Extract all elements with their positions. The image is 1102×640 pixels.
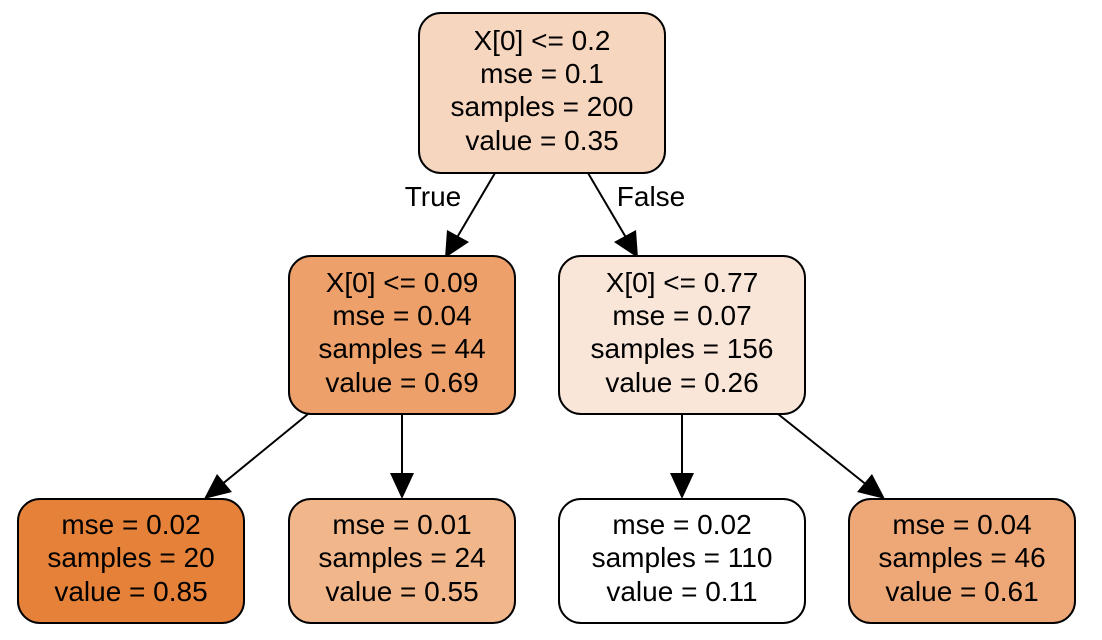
- node-line: value = 0.55: [325, 576, 478, 607]
- node-line: mse = 0.07: [612, 300, 751, 331]
- edge-label-true: True: [405, 181, 462, 212]
- node-box-right: [558, 255, 806, 415]
- edge-left-leftleft: [214, 413, 309, 491]
- tree-node-left: X[0] <= 0.09 mse = 0.04 samples = 44 val…: [288, 255, 516, 415]
- node-line: samples = 44: [318, 333, 485, 364]
- edge-root-left: [451, 172, 496, 247]
- node-line: mse = 0.01: [332, 509, 471, 540]
- arrowhead-right-rightleft: [670, 473, 694, 499]
- node-line: value = 0.61: [885, 576, 1038, 607]
- node-line: samples = 24: [318, 542, 485, 573]
- node-line: samples = 200: [451, 91, 634, 122]
- node-line: X[0] <= 0.2: [474, 25, 611, 56]
- node-line: mse = 0.02: [612, 509, 751, 540]
- node-line: samples = 20: [47, 542, 214, 573]
- node-line: value = 0.85: [54, 576, 207, 607]
- arrowhead-left-leftleft: [204, 474, 232, 499]
- node-line: value = 0.35: [465, 125, 618, 156]
- node-line: mse = 0.02: [61, 509, 200, 540]
- tree-leaf-right-right: mse = 0.04 samples = 46 value = 0.61: [848, 498, 1076, 624]
- node-line: samples = 156: [591, 333, 774, 364]
- node-line: X[0] <= 0.77: [606, 267, 759, 298]
- arrowhead-root-right: [614, 230, 638, 258]
- tree-node-right: X[0] <= 0.77 mse = 0.07 samples = 156 va…: [558, 255, 806, 415]
- edge-label-false: False: [617, 181, 685, 212]
- node-line: samples = 46: [878, 542, 1045, 573]
- node-line: value = 0.26: [605, 367, 758, 398]
- node-line: samples = 110: [592, 542, 773, 573]
- node-box-right-right: [848, 498, 1076, 624]
- node-box-right-left: [558, 498, 806, 624]
- node-box-root: [418, 12, 666, 174]
- arrowhead-left-leftright: [390, 473, 414, 499]
- node-line: X[0] <= 0.09: [326, 267, 479, 298]
- node-line: value = 0.69: [325, 367, 478, 398]
- node-box-left-left: [17, 498, 245, 624]
- edge-right-rightright: [777, 413, 874, 491]
- node-box-left: [288, 255, 516, 415]
- node-line: value = 0.11: [606, 576, 757, 607]
- edge-root-right: [587, 172, 632, 247]
- node-line: mse = 0.1: [480, 58, 604, 89]
- arrowhead-right-rightright: [857, 474, 885, 499]
- node-line: mse = 0.04: [332, 300, 471, 331]
- node-box-left-right: [288, 498, 516, 624]
- tree-leaf-left-right: mse = 0.01 samples = 24 value = 0.55: [288, 498, 516, 624]
- tree-leaf-left-left: mse = 0.02 samples = 20 value = 0.85: [17, 498, 245, 624]
- node-line: mse = 0.04: [892, 509, 1031, 540]
- edges: [204, 172, 885, 499]
- arrowhead-root-left: [445, 230, 469, 258]
- tree-node-root: X[0] <= 0.2 mse = 0.1 samples = 200 valu…: [418, 12, 666, 174]
- tree-leaf-right-left: mse = 0.02 samples = 110 value = 0.11: [558, 498, 806, 624]
